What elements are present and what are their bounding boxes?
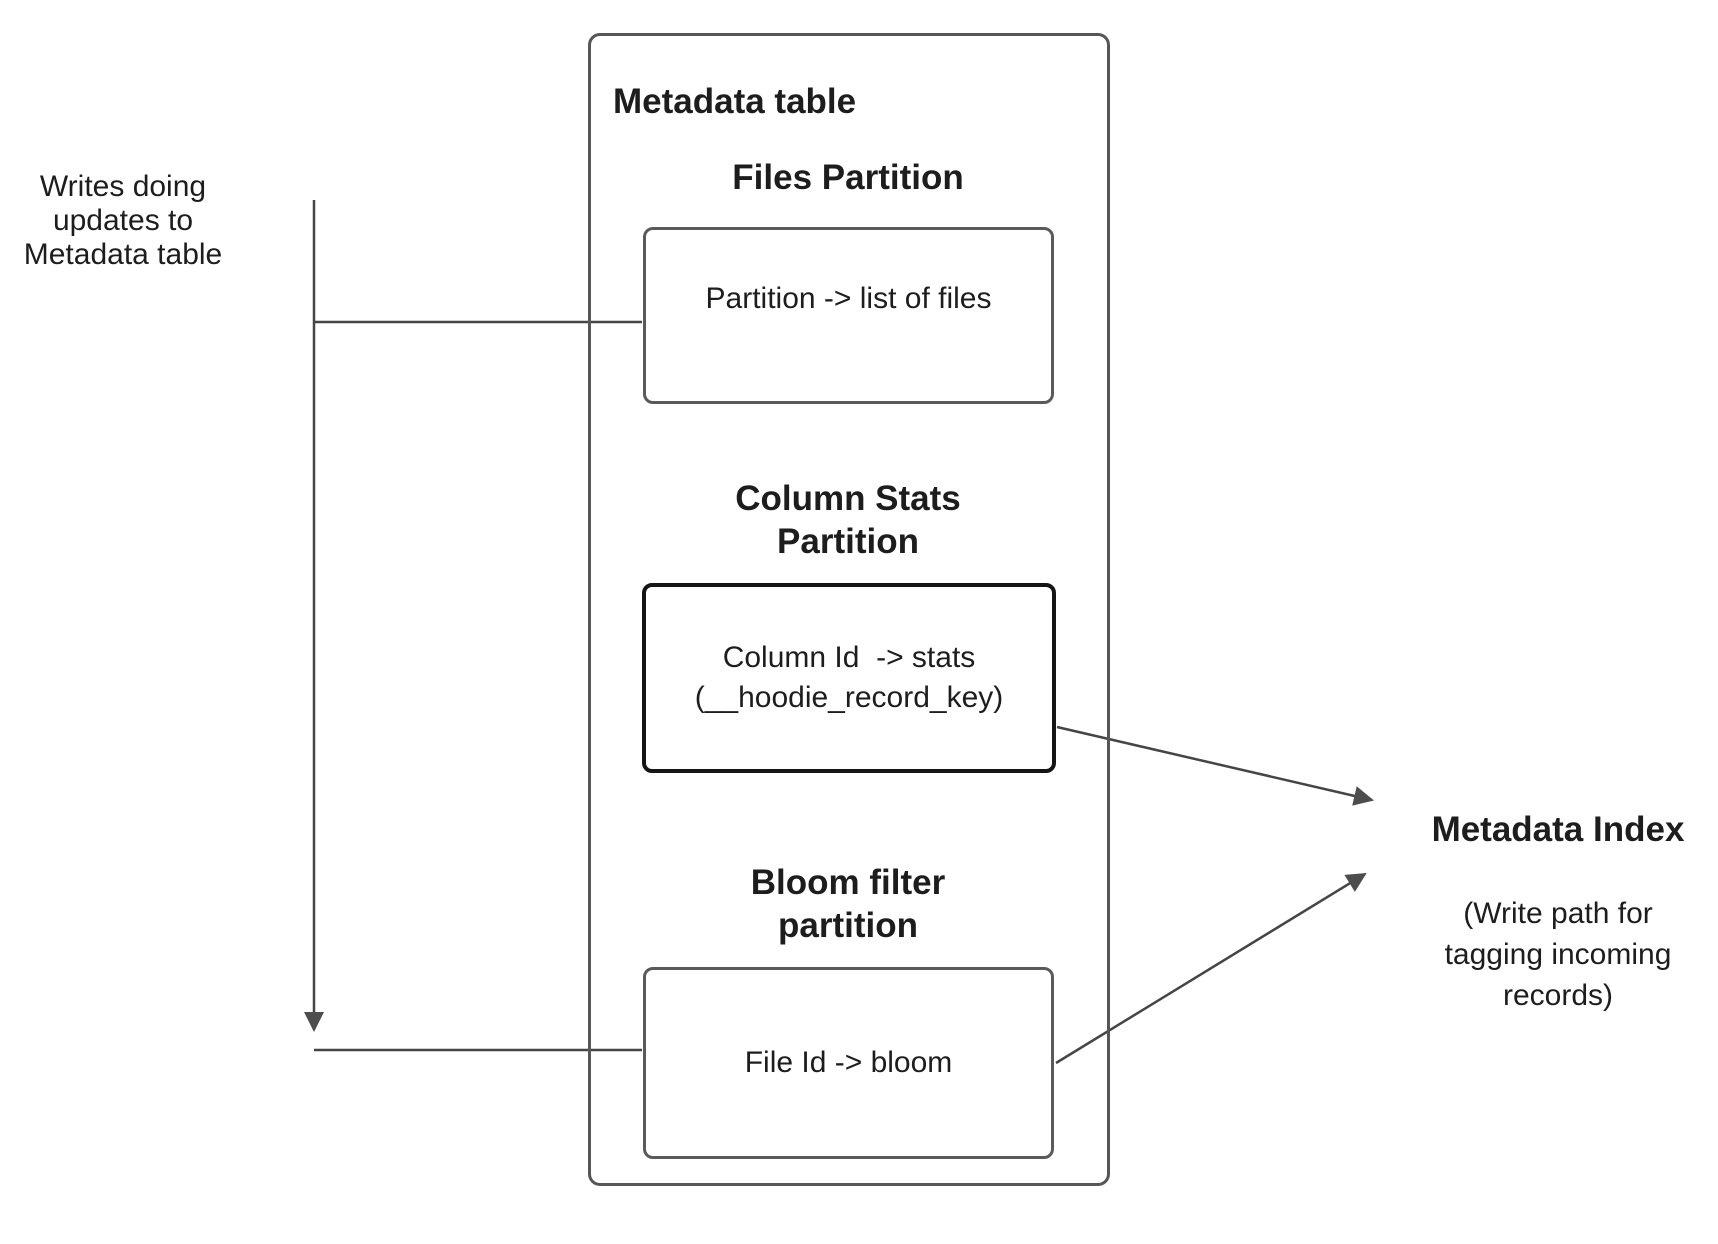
writes-note-line: updates to <box>52 204 194 237</box>
bloom-filter-partition-heading: Bloom filter partition <box>638 861 1058 947</box>
bloom-heading-line: partition <box>778 906 918 945</box>
bloom-heading-line: Bloom filter <box>750 863 946 902</box>
metadata-index-title: Metadata Index <box>1431 810 1685 849</box>
writes-note-line: Writes doing <box>39 170 207 203</box>
files-partition-box-text: Partition -> list of files <box>705 281 992 315</box>
writes-note: Writes doing updates to Metadata table <box>0 170 246 272</box>
writes-note-line: Metadata table <box>23 238 223 271</box>
column-stats-box-text: Column Id -> stats <box>722 641 976 674</box>
column-stats-box-subtext: (__hoodie_record_key) <box>694 681 1004 714</box>
column-stats-heading-line: Partition <box>777 522 919 561</box>
column-stats-heading-line: Column Stats <box>735 479 961 518</box>
column-stats-partition-box: Column Id -> stats (__hoodie_record_key) <box>642 583 1056 773</box>
metadata-index-caption-line: tagging incoming <box>1444 938 1672 971</box>
metadata-index-caption-line: (Write path for <box>1463 897 1653 930</box>
files-partition-heading: Files Partition <box>732 158 964 197</box>
metadata-index-caption: (Write path for tagging incoming records… <box>1378 893 1718 1016</box>
bloom-box-text: File Id -> bloom <box>744 1046 953 1079</box>
metadata-table-title: Metadata table <box>613 82 857 121</box>
metadata-index-caption-line: records) <box>1502 979 1614 1012</box>
column-stats-partition-heading: Column Stats Partition <box>638 477 1058 563</box>
bloom-filter-partition-box: File Id -> bloom <box>643 967 1054 1159</box>
metadata-table-box <box>588 33 1110 1186</box>
files-partition-box: Partition -> list of files <box>643 227 1054 404</box>
